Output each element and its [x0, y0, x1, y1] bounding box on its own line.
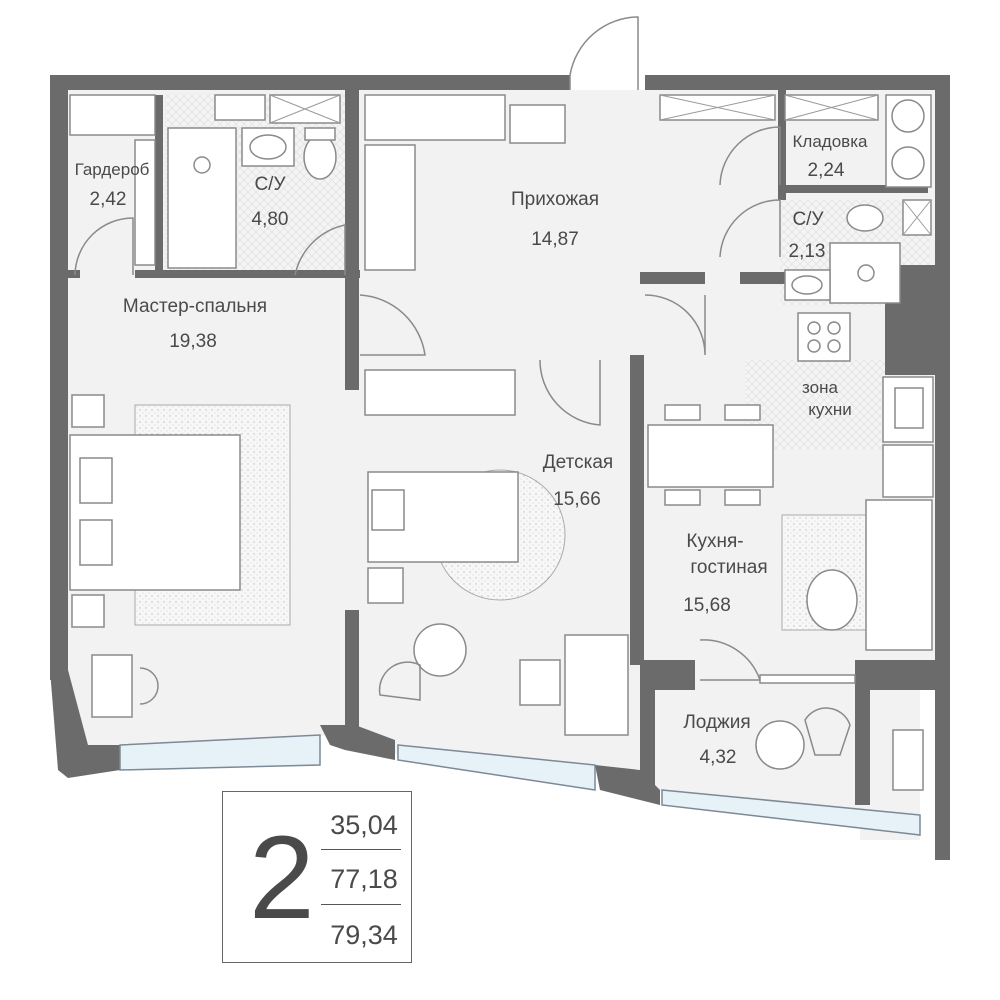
living-furniture	[781, 499, 933, 651]
label-living-area: 15,68	[683, 595, 731, 616]
room-labels: Гардероб 2,42 С/У 4,80 Прихожая 14,87 Кл…	[75, 132, 868, 768]
wardrobe-shelves	[69, 94, 879, 416]
kids-furniture	[367, 469, 629, 736]
label-pantry-area: 2,24	[808, 160, 845, 181]
room-count: 2	[249, 812, 315, 944]
summary-divider-2	[321, 904, 401, 905]
label-hall-area: 14,87	[531, 229, 579, 250]
master-furniture	[69, 394, 291, 718]
label-living-name-2: гостиная	[690, 557, 767, 578]
label-hall-name: Прихожая	[511, 189, 599, 210]
kitchen-units	[647, 312, 934, 506]
label-wardrobe-area: 2,42	[90, 189, 127, 210]
total-area-value: 77,18	[330, 864, 398, 894]
label-bath1-area: 4,80	[252, 209, 289, 230]
label-loggia-area: 4,32	[700, 747, 737, 768]
label-master-area: 19,38	[169, 331, 217, 352]
label-kids-name: Детская	[543, 452, 613, 473]
label-master-name: Мастер-спальня	[123, 296, 267, 317]
living-area-value: 35,04	[330, 810, 398, 840]
doors	[74, 16, 856, 684]
label-pantry-name: Кладовка	[793, 132, 868, 151]
label-kids-area: 15,66	[553, 489, 601, 510]
windows	[119, 734, 921, 836]
label-bath2-name: С/У	[792, 209, 824, 230]
label-kitchen-zone-1: зона	[802, 378, 838, 397]
label-kitchen-zone-2: кухни	[808, 400, 852, 419]
loggia-furniture	[755, 707, 924, 791]
label-living-name-1: Кухня-	[686, 531, 743, 552]
label-bath2-area: 2,13	[789, 241, 826, 262]
label-bath1-name: С/У	[254, 174, 286, 195]
summary-divider-1	[321, 849, 401, 850]
label-wardrobe-name: Гардероб	[75, 160, 150, 179]
area-summary-box: 2 35,04 77,18 79,34	[222, 791, 412, 963]
label-loggia-name: Лоджия	[683, 712, 750, 733]
total-with-loggia-value: 79,34	[330, 920, 398, 950]
bath-fixtures	[167, 94, 932, 304]
